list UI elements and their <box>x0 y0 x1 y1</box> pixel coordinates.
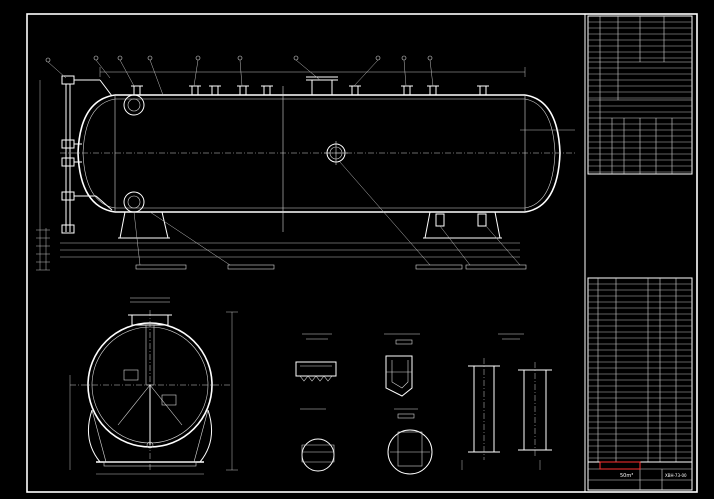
parts-list-rows <box>588 283 692 459</box>
detail-view-4 <box>387 408 433 475</box>
left-nozzle-group <box>61 75 113 234</box>
vessel-elevation-view <box>36 55 575 271</box>
top-balloon-row <box>45 55 433 63</box>
detail-view-2 <box>384 333 420 397</box>
top-nozzles <box>131 76 489 96</box>
saddle-supports <box>118 211 502 239</box>
lower-manhole <box>123 191 145 213</box>
technical-spec-table <box>587 15 693 175</box>
sheet-border <box>26 13 698 493</box>
detail-view-1 <box>295 333 337 382</box>
capacity-label: 50m³ <box>620 473 633 479</box>
bottom-balloon-row <box>135 264 527 270</box>
upper-manhole <box>123 94 145 116</box>
parts-list-table <box>587 277 693 463</box>
spec-table-rows <box>588 21 692 173</box>
detail-view-5 <box>461 333 552 470</box>
title-highlight <box>599 461 641 470</box>
detail-view-3 <box>300 408 335 472</box>
drawing-number: XBH-73-00 <box>665 473 687 478</box>
leader-lines <box>47 59 575 266</box>
title-block: 50m³ XBH-73-00 <box>587 461 693 491</box>
left-dimension-stack <box>36 80 50 271</box>
left-head <box>77 94 116 213</box>
vessel-end-view <box>69 297 238 475</box>
